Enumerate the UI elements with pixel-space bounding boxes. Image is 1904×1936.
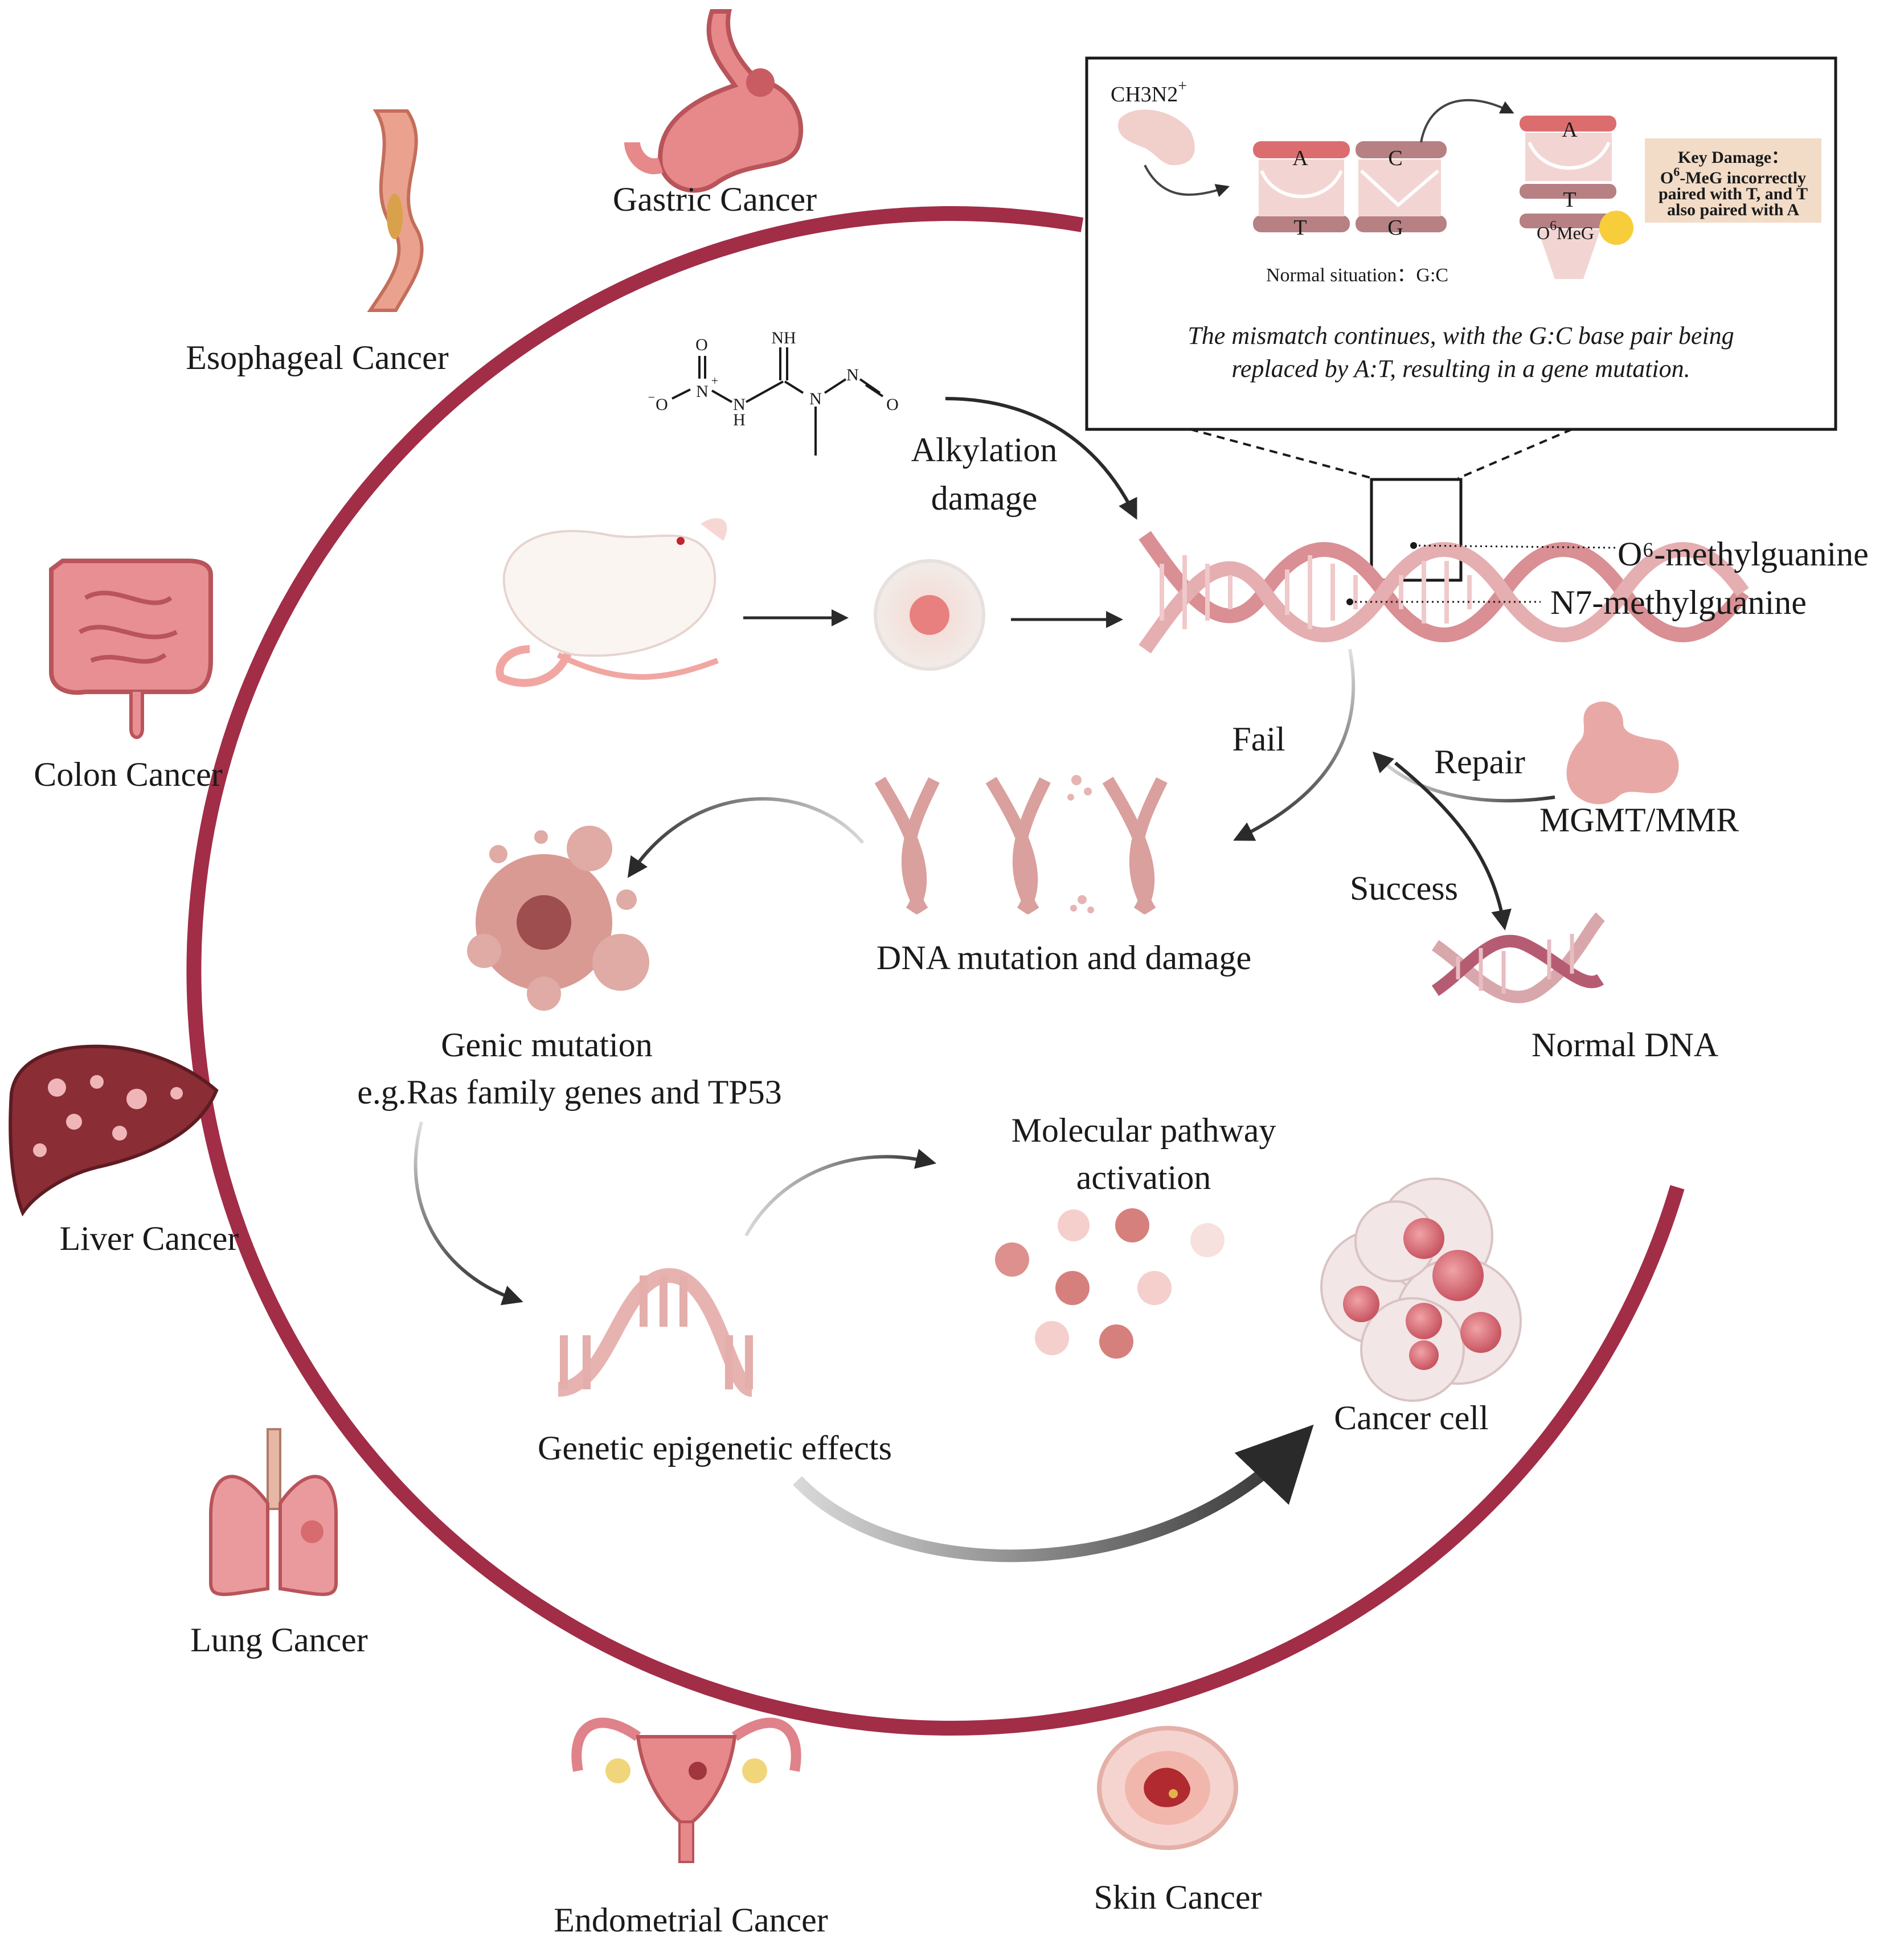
mgmt-icon [1566, 701, 1679, 805]
cell-icon [874, 559, 985, 671]
key-damage-box [1645, 138, 1821, 223]
mismatch-note-line2: replaced by A:T, resulting in a gene mut… [1231, 355, 1690, 383]
mnng-nh-top: NH [771, 329, 796, 347]
o6-leader [1413, 544, 1618, 549]
key-line3: also paired with A [1667, 200, 1799, 219]
label-gastric: Gastric Cancer [613, 181, 817, 218]
reagent-blob [1118, 109, 1195, 165]
label-fail: Fail [1232, 720, 1285, 758]
mnng-o-right: O [886, 395, 899, 414]
epigenetic-arrow [744, 1149, 937, 1237]
epigenetic-dna-icon [557, 1268, 754, 1397]
label-alkylation-2: damage [931, 479, 1038, 517]
normal-dna-icon [1431, 912, 1606, 1003]
label-liver: Liver Cancer [60, 1220, 239, 1257]
mnng-plus: + [711, 374, 718, 388]
label-mgmt-mmr: MGMT/MMR [1539, 801, 1739, 839]
fail-arrow [1233, 649, 1356, 841]
base-t: T [1293, 216, 1307, 240]
label-o6-methylguanine: O⁶-methylguanine [1618, 535, 1869, 573]
reagent-arrow [1144, 165, 1230, 197]
mismatch-basepair-icon [1520, 116, 1633, 279]
key-line1-rest: -MeG incorrectly [1680, 169, 1806, 187]
mut-meg: MeG [1557, 223, 1594, 243]
mut-sup: 6 [1550, 219, 1557, 233]
label-molecular-2: activation [1076, 1159, 1211, 1196]
repair-arrow [1372, 751, 1555, 803]
liver-icon [9, 1044, 219, 1217]
svg-text:O6-MeG incorrectly: O6-MeG incorrectly [1660, 165, 1806, 187]
stomach-icon [624, 9, 804, 193]
mnng-h: H [733, 411, 746, 429]
label-esophageal: Esophageal Cancer [186, 339, 448, 376]
mismatch-note-line1: The mismatch continues, with the G:C bas… [1188, 322, 1734, 350]
key-line2: paired with T, and T [1659, 184, 1808, 203]
svg-text:O6MeG: O6MeG [1537, 219, 1594, 243]
genic-arrow [413, 1121, 523, 1306]
label-cancer-cell: Cancer cell [1334, 1399, 1489, 1437]
esophagus-icon [367, 109, 424, 312]
zoom-line-left [1190, 428, 1373, 479]
colon-icon [49, 559, 213, 739]
normal-situation-label: Normal situation：G:C [1266, 265, 1448, 286]
label-genic-1: Genic mutation [441, 1026, 653, 1064]
label-n7-methylguanine: N7-methylguanine [1550, 584, 1807, 621]
label-molecular-1: Molecular pathway [1012, 1111, 1276, 1149]
label-dna-mutation: DNA mutation and damage [877, 939, 1251, 977]
label-genic-2: e.g.Ras family genes and TP53 [357, 1073, 781, 1111]
alkylation-arrow [945, 397, 1137, 520]
dna-helix-icon [1139, 531, 1749, 654]
mnng-n-h: N [733, 395, 746, 414]
lungs-icon [209, 1428, 338, 1596]
normal-basepair-icon [1253, 141, 1447, 232]
mnng-o-minus: O [656, 395, 668, 414]
mnng-n-plus: N [696, 382, 709, 401]
mnng-minus: − [648, 390, 655, 404]
skin-icon [1097, 1726, 1238, 1850]
zoom-box [1370, 478, 1463, 582]
mut-t: T [1563, 188, 1576, 212]
mnng-n-mid: N [809, 389, 822, 408]
cycle-ring [186, 206, 1685, 1736]
reagent-label: CH3N2 [1111, 83, 1178, 106]
label-endometrial: Endometrial Cancer [554, 1901, 828, 1936]
mnng-structure [671, 347, 884, 456]
mutation-arrow [627, 797, 865, 878]
label-repair: Repair [1434, 743, 1525, 781]
label-epigenetic: Genetic epigenetic effects [538, 1429, 892, 1467]
svg-text:CH3N2+: CH3N2+ [1111, 77, 1187, 106]
base-c: C [1388, 146, 1402, 170]
pathway-dots [995, 1208, 1225, 1359]
damaged-dna-icon [874, 775, 1168, 915]
key-title: Key Damage： [1678, 148, 1788, 167]
reagent-sup: + [1178, 77, 1187, 95]
rat-icon [496, 518, 727, 687]
mut-a: A [1562, 118, 1578, 142]
success-arrow [1394, 761, 1512, 931]
cancer-cell-icon [1320, 1178, 1522, 1402]
label-colon: Colon Cancer [34, 756, 223, 793]
base-g: G [1387, 216, 1403, 240]
mutated-cell-icon [467, 826, 649, 1011]
uterus-icon [571, 1717, 801, 1863]
key-line1-sup: 6 [1673, 165, 1680, 179]
zoom-line-right [1457, 428, 1573, 479]
label-alkylation-1: Alkylation [911, 431, 1058, 469]
cancer-arrow [793, 1424, 1314, 1562]
inset-box [1085, 56, 1837, 431]
label-normal-dna: Normal DNA [1532, 1026, 1718, 1064]
mut-o: O [1537, 223, 1550, 243]
key-line1-o: O [1660, 169, 1673, 187]
mnng-o-top: O [695, 335, 708, 354]
label-lung: Lung Cancer [190, 1621, 368, 1659]
inset-arrow [1420, 99, 1514, 143]
base-a: A [1292, 146, 1308, 170]
label-skin: Skin Cancer [1094, 1878, 1262, 1916]
label-success: Success [1350, 869, 1458, 907]
mnng-n-right: N [846, 366, 859, 384]
